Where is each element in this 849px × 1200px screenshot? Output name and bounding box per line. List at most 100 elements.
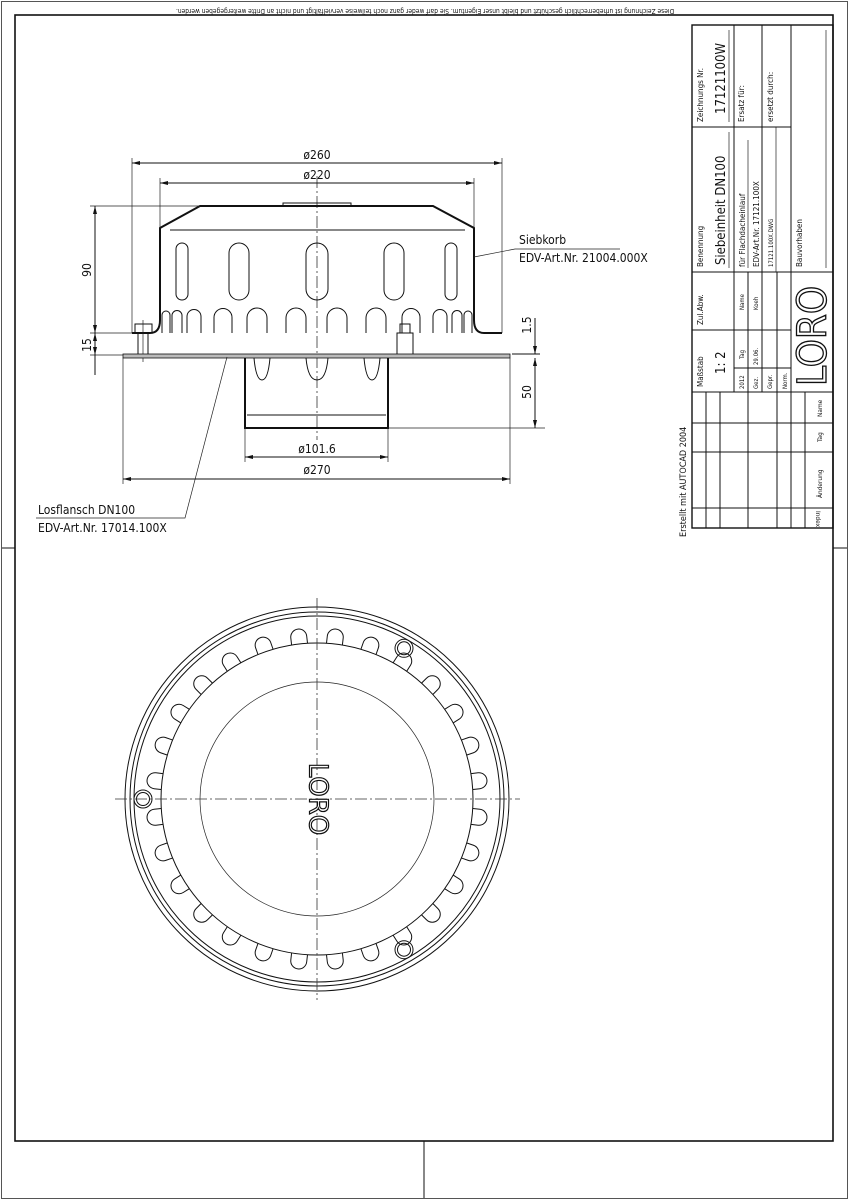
dimension-h15: 15: [80, 333, 123, 375]
slot: [444, 242, 458, 301]
basket-tab: [290, 953, 308, 970]
bolt-inner: [397, 641, 411, 656]
dimension-h1-5: 1.5: [520, 316, 537, 354]
bolt-sleeve-right: [396, 332, 414, 357]
basket-tab: [170, 874, 190, 895]
pipe-cut-left: [253, 357, 271, 381]
dim-h90-text: 90: [80, 263, 94, 277]
drawing-no-label: Zeichnungs Nr.: [696, 68, 705, 122]
arch-opening: [401, 308, 421, 333]
arch-opening: [326, 307, 348, 333]
bolt-outer: [394, 638, 414, 658]
file-name: 17121.100X.DWG: [768, 219, 775, 267]
norm-label: Norm.: [782, 372, 789, 389]
created-with-note: Erstellt mit AUTOCAD 2004: [679, 427, 689, 537]
scale-label: Maßstab: [696, 356, 705, 387]
dimension-d220: ø220: [159, 168, 475, 228]
basket-tab: [221, 926, 242, 946]
rev-header-index: Index: [814, 511, 822, 528]
top-view: LORO: [115, 598, 520, 1000]
callout-siebkorb: Siebkorb EDV-Art.Nr. 21004.000X: [473, 233, 648, 265]
name-label: Benennung: [696, 226, 705, 267]
slot: [228, 242, 250, 301]
dim-h50-text: 50: [520, 385, 534, 399]
pipe-cut-center: [305, 357, 329, 381]
rev-header-day: Tag: [816, 432, 824, 443]
basket-tab: [444, 703, 464, 724]
basket-tab: [290, 628, 308, 645]
arch-opening: [161, 310, 171, 333]
arch-opening: [171, 310, 183, 333]
pipe-cut-right: [363, 357, 381, 381]
basket-tabs: [146, 628, 488, 970]
for-label: für Flachdacheinlauf: [738, 193, 747, 267]
basket-tab: [392, 926, 413, 946]
bolt-inner: [397, 942, 411, 957]
dimension-h50: 50: [388, 358, 545, 429]
arch-opening: [186, 309, 202, 333]
basket-tab: [193, 675, 213, 695]
callout-losflansch: Losflansch DN100 EDV-Art.Nr. 17014.100X: [36, 356, 228, 535]
dim-d220-text: ø220: [303, 168, 330, 182]
basket-tab: [360, 636, 380, 655]
losflansch-art-no: EDV-Art.Nr. 17014.100X: [38, 521, 167, 535]
side-view: ø260 ø220 90 15 1.5: [36, 148, 648, 535]
basket-tab: [146, 808, 163, 826]
person-label: Name: [739, 293, 746, 310]
bolt-outer: [394, 940, 414, 960]
basket-tab: [154, 842, 173, 862]
basket-tab: [360, 943, 380, 962]
dimension-d260: ø260: [131, 148, 503, 333]
replaced-by-label: ersetzt durch:: [766, 72, 775, 122]
project-label: Bauvorhaben: [795, 219, 804, 267]
dim-h1-5-text: 1.5: [520, 316, 534, 333]
basket-tab: [193, 903, 213, 923]
dimension-h90: 90: [80, 205, 200, 334]
arch-opening: [432, 309, 448, 333]
losflansch-label: Losflansch DN100: [38, 503, 135, 517]
basket-tab: [392, 652, 413, 672]
dimension-d101-6: ø101.6: [244, 428, 389, 462]
loro-logo: LORO: [790, 286, 836, 386]
rev-header-change: Änderung: [815, 469, 824, 498]
basket-tab: [461, 842, 480, 862]
siebkorb-slots: [175, 242, 458, 301]
basket-tab: [254, 636, 274, 655]
basket-tab: [154, 736, 173, 756]
copyright-notice: Diese Zeichnung ist urheberrechtlich ges…: [176, 7, 674, 15]
basket-tab: [421, 675, 441, 695]
arch-opening: [451, 310, 463, 333]
slot: [383, 242, 405, 301]
drawn-by: Koeh: [753, 297, 760, 310]
basket-tab: [146, 772, 163, 790]
basket-tab: [170, 703, 190, 724]
bolt-holes: [133, 638, 414, 960]
siebkorb-top-cap: [282, 202, 352, 207]
basket-tab: [221, 652, 242, 672]
arch-opening: [365, 307, 387, 333]
scale-value: 1: 2: [714, 351, 729, 374]
top-view-logo: LORO: [303, 763, 333, 836]
arch-opening: [463, 310, 473, 333]
basket-tab: [421, 903, 441, 923]
basket-tab: [326, 628, 344, 645]
arch-opening: [246, 307, 268, 333]
dimension-d270: ø270: [122, 358, 511, 484]
basket-tab: [254, 943, 274, 962]
bolt-head-left: [134, 323, 153, 334]
day-label: Tag: [739, 350, 746, 360]
losflansch-plate: [122, 353, 511, 359]
dim-h15-text: 15: [80, 338, 94, 352]
siebkorb-art-no: EDV-Art.Nr. 21004.000X: [519, 251, 648, 265]
drawn-date: 29.06.: [753, 348, 760, 365]
revision-table: Name Tag Änderung Index: [692, 392, 833, 528]
arch-opening: [213, 308, 233, 333]
siebkorb-label: Siebkorb: [519, 233, 566, 247]
slot: [175, 242, 189, 301]
checked-label: Gepr.: [767, 374, 774, 389]
tolerance-label: Zul.Abw.: [696, 294, 705, 325]
dim-d270-text: ø270: [303, 463, 330, 477]
basket-tab: [326, 953, 344, 970]
year: 2012: [739, 375, 746, 389]
